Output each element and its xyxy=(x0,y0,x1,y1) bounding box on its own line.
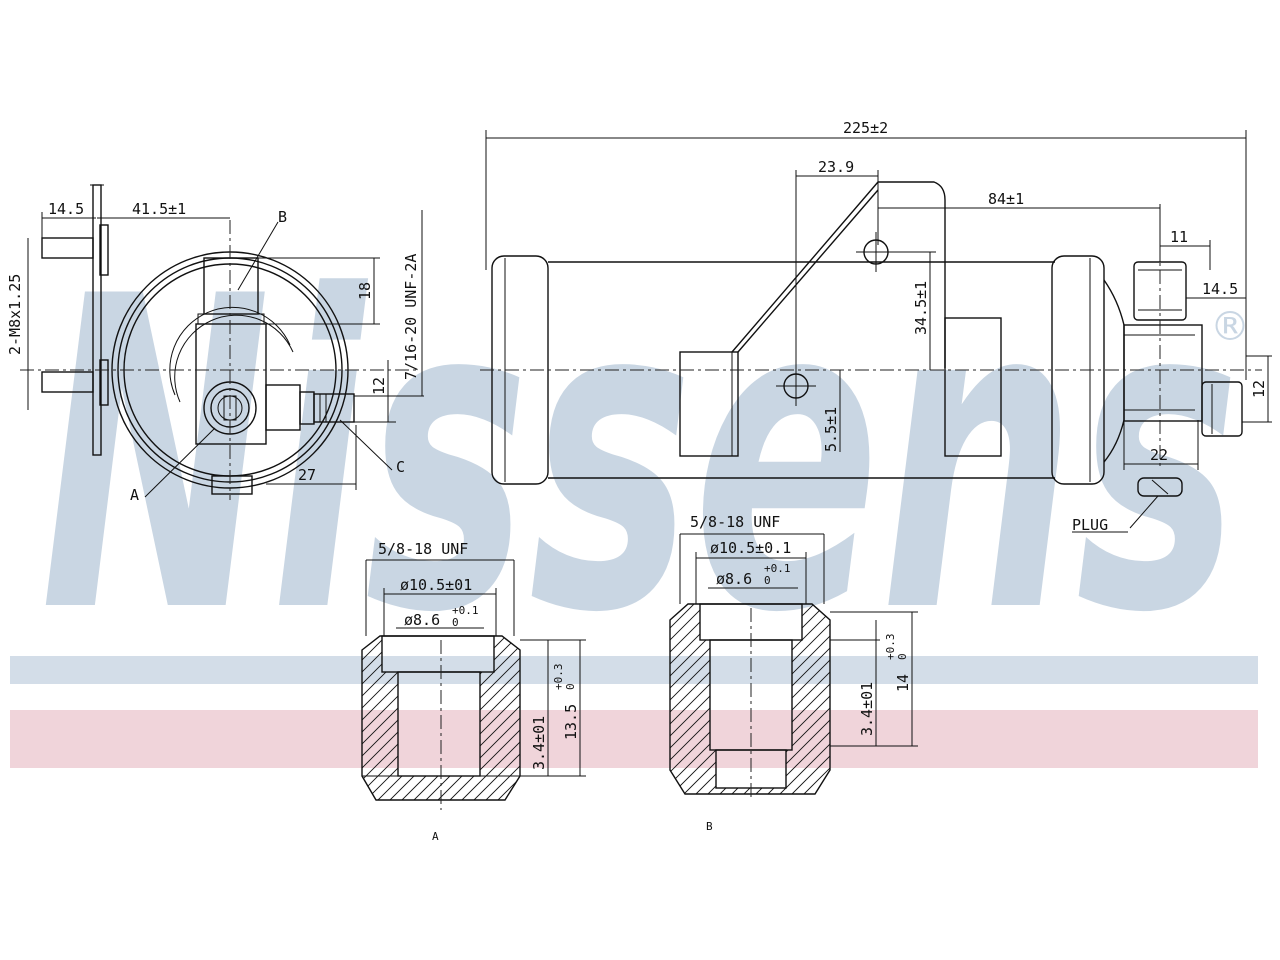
section-a-inner-tol-minus: 0 xyxy=(452,616,459,629)
side-thread-bolts: 2-M8x1.25 xyxy=(6,274,24,355)
watermark-registered-mark: ® xyxy=(1210,304,1250,350)
watermark: Nissens ® xyxy=(10,207,1258,768)
section-a-thread: 5/8-18 UNF xyxy=(378,540,468,558)
section-b-thread: 5/8-18 UNF xyxy=(690,513,780,531)
section-b-caption: B xyxy=(706,820,713,833)
section-b-height: 14 xyxy=(894,674,912,692)
side-dim-14-5: 14.5 xyxy=(48,200,84,218)
watermark-brand-text: Nissens xyxy=(40,207,1240,707)
watermark-red-band xyxy=(10,710,1258,768)
main-dim-22: 22 xyxy=(1150,446,1168,464)
section-b-outer-dia: ø10.5±0.1 xyxy=(710,539,791,557)
main-dim-5-5: 5.5±1 xyxy=(822,407,840,452)
side-dim-12: 12 xyxy=(370,377,388,395)
section-b-height-tol-minus: 0 xyxy=(896,653,909,660)
section-a-inner-dia: ø8.6 xyxy=(404,611,440,629)
section-a-outer-dia: ø10.5±01 xyxy=(400,576,472,594)
main-dim-14-5: 14.5 xyxy=(1202,280,1238,298)
main-dim-12: 12 xyxy=(1250,380,1268,398)
main-dim-84: 84±1 xyxy=(988,190,1024,208)
main-dim-11: 11 xyxy=(1170,228,1188,246)
section-b-depth: 3.4±01 xyxy=(858,682,876,736)
section-b-height-tol-plus: +0.3 xyxy=(884,634,897,661)
side-label-b: B xyxy=(278,208,287,226)
section-b-inner-tol-minus: 0 xyxy=(764,574,771,587)
side-thread-outlet: 7/16-20 UNF-2A xyxy=(402,254,420,380)
main-view: 225±2 xyxy=(480,119,1272,534)
watermark-blue-band xyxy=(10,656,1258,684)
side-label-a: A xyxy=(130,486,139,504)
main-dim-23-9: 23.9 xyxy=(818,158,854,176)
section-a-caption: A xyxy=(432,830,439,843)
side-dim-18: 18 xyxy=(356,282,374,300)
section-a-depth: 3.4±01 xyxy=(530,716,548,770)
section-a-inner-tol-plus: +0.1 xyxy=(452,604,479,617)
main-dim-overall: 225±2 xyxy=(843,119,888,137)
section-a-height-tol-plus: +0.3 xyxy=(552,664,565,691)
side-dim-41-5: 41.5±1 xyxy=(132,200,186,218)
main-plug-label: PLUG xyxy=(1072,516,1108,534)
side-label-c: C xyxy=(396,458,405,476)
side-dim-27: 27 xyxy=(298,466,316,484)
main-dim-34-5: 34.5±1 xyxy=(912,281,930,335)
section-a-height: 13.5 xyxy=(562,704,580,740)
section-b-inner-dia: ø8.6 xyxy=(716,570,752,588)
section-b-inner-tol-plus: +0.1 xyxy=(764,562,791,575)
side-view: 14.5 41.5±1 2-M8x1.25 B 18 7/16-20 UNF-2… xyxy=(6,184,424,504)
section-a-height-tol-minus: 0 xyxy=(564,683,577,690)
